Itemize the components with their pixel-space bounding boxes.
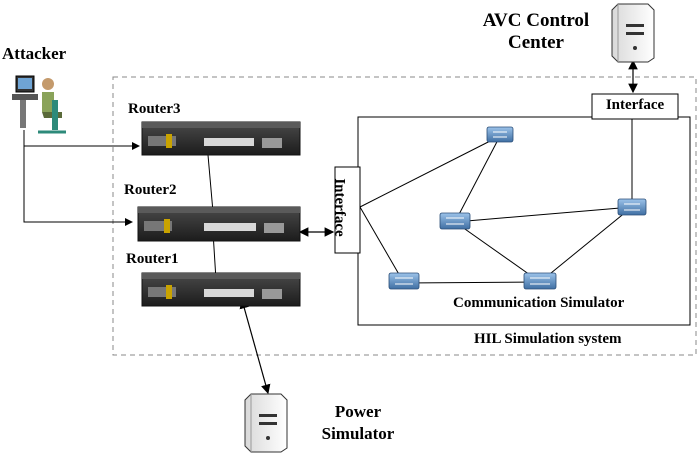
router1-power-link xyxy=(239,298,271,395)
attacker-link-router2 xyxy=(23,146,133,226)
communication-simulator-box xyxy=(357,116,691,326)
router2-label: Router2 xyxy=(124,182,177,198)
avc-server-icon xyxy=(611,3,655,63)
interface-top-box xyxy=(591,93,679,120)
avc-label-line2: Center xyxy=(508,32,564,53)
switch-bottom-left xyxy=(388,272,420,290)
hil-system-label: HIL Simulation system xyxy=(474,331,622,347)
power-label-line2: Simulator xyxy=(321,424,395,443)
power-simulator-label: Power Simulator xyxy=(308,401,408,445)
power-label-line1: Power xyxy=(334,402,382,421)
switch-middle xyxy=(439,212,471,230)
router3-device xyxy=(141,121,301,156)
router1-device xyxy=(141,272,301,307)
attacker-label: Attacker xyxy=(2,44,67,63)
interface-side-box xyxy=(334,166,361,254)
power-server-icon xyxy=(244,393,288,453)
switch-bottom-right xyxy=(523,272,557,290)
router2-device xyxy=(137,206,301,242)
interface-side-label: Interface xyxy=(331,178,348,237)
router3-router2-link xyxy=(207,154,214,213)
interface-top-label: Interface xyxy=(605,97,665,113)
network-links xyxy=(359,119,633,284)
hil-system-boundary xyxy=(112,76,697,356)
router3-label: Router3 xyxy=(128,101,181,117)
avc-control-center-label: AVC Control Center xyxy=(468,10,604,54)
switch-top xyxy=(486,126,514,143)
switch-right xyxy=(617,198,647,216)
avc-label-line1: AVC Control xyxy=(482,10,590,31)
attacker-icon xyxy=(12,75,66,134)
router1-label: Router1 xyxy=(126,251,179,267)
communication-simulator-label: Communication Simulator xyxy=(453,295,625,311)
